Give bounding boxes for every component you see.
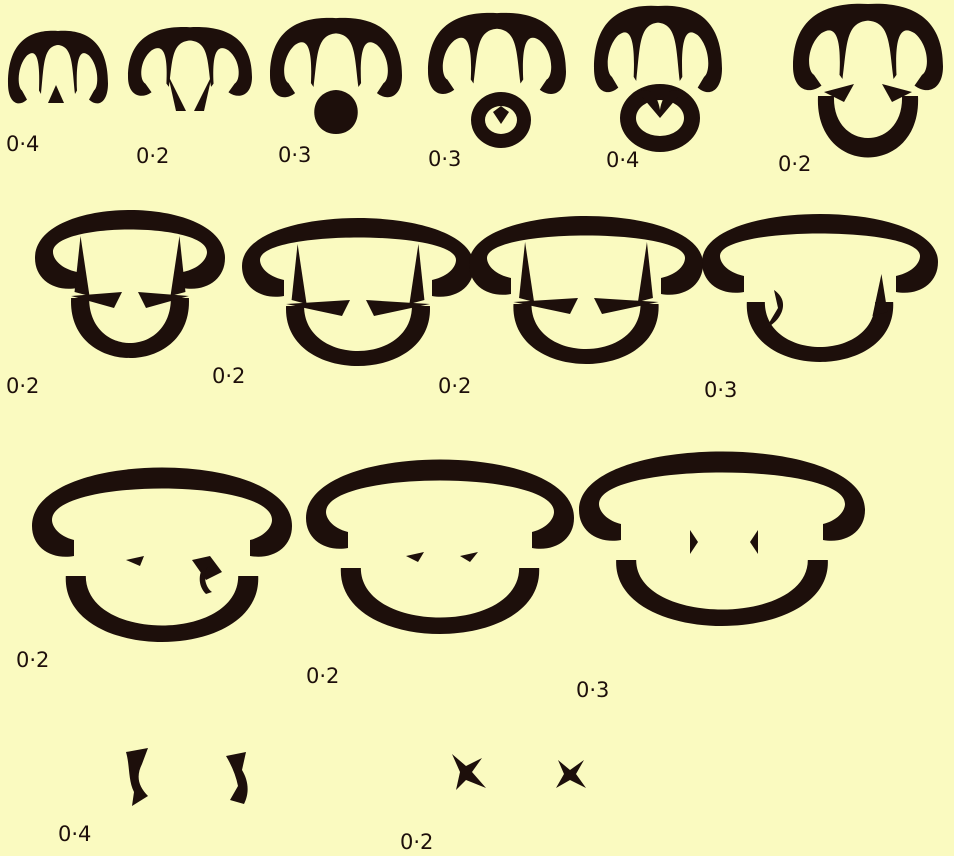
increment-label: 0·2	[400, 832, 433, 853]
section-shell-spurs	[35, 210, 225, 358]
increment-label: 0·3	[704, 380, 737, 401]
increment-label: 0·2	[778, 154, 811, 175]
increment-label: 0·4	[58, 824, 91, 845]
section-shell-crescent	[702, 214, 938, 362]
section-oval-bracket	[32, 468, 292, 643]
increment-label: 0·4	[606, 150, 639, 171]
section-hood-ring-heart	[594, 6, 722, 152]
increment-label: 0·3	[428, 149, 461, 170]
increment-label: 0·2	[212, 366, 245, 387]
increment-label: 0·2	[6, 376, 39, 397]
section-small-hood	[8, 31, 108, 104]
increment-label: 0·4	[6, 134, 39, 155]
increment-label: 0·2	[16, 650, 49, 671]
increment-label: 0·2	[136, 146, 169, 167]
section-hood-split-ring	[793, 4, 943, 158]
section-oval-arrows	[579, 452, 865, 627]
section-shell-spurs-wide	[469, 216, 703, 364]
section-hood-blob	[270, 18, 402, 134]
section-star-pair	[452, 754, 586, 790]
section-shell-spurs-rough	[242, 218, 474, 366]
section-hood-v-notch	[128, 27, 252, 111]
section-hood-ring	[428, 13, 566, 148]
increment-label: 0·2	[438, 376, 471, 397]
increment-label: 0·3	[576, 680, 609, 701]
section-oval-ticks	[306, 460, 574, 635]
increment-label: 0·2	[306, 666, 339, 687]
increment-label: 0·3	[278, 145, 311, 166]
section-bracket-pair	[126, 748, 248, 806]
